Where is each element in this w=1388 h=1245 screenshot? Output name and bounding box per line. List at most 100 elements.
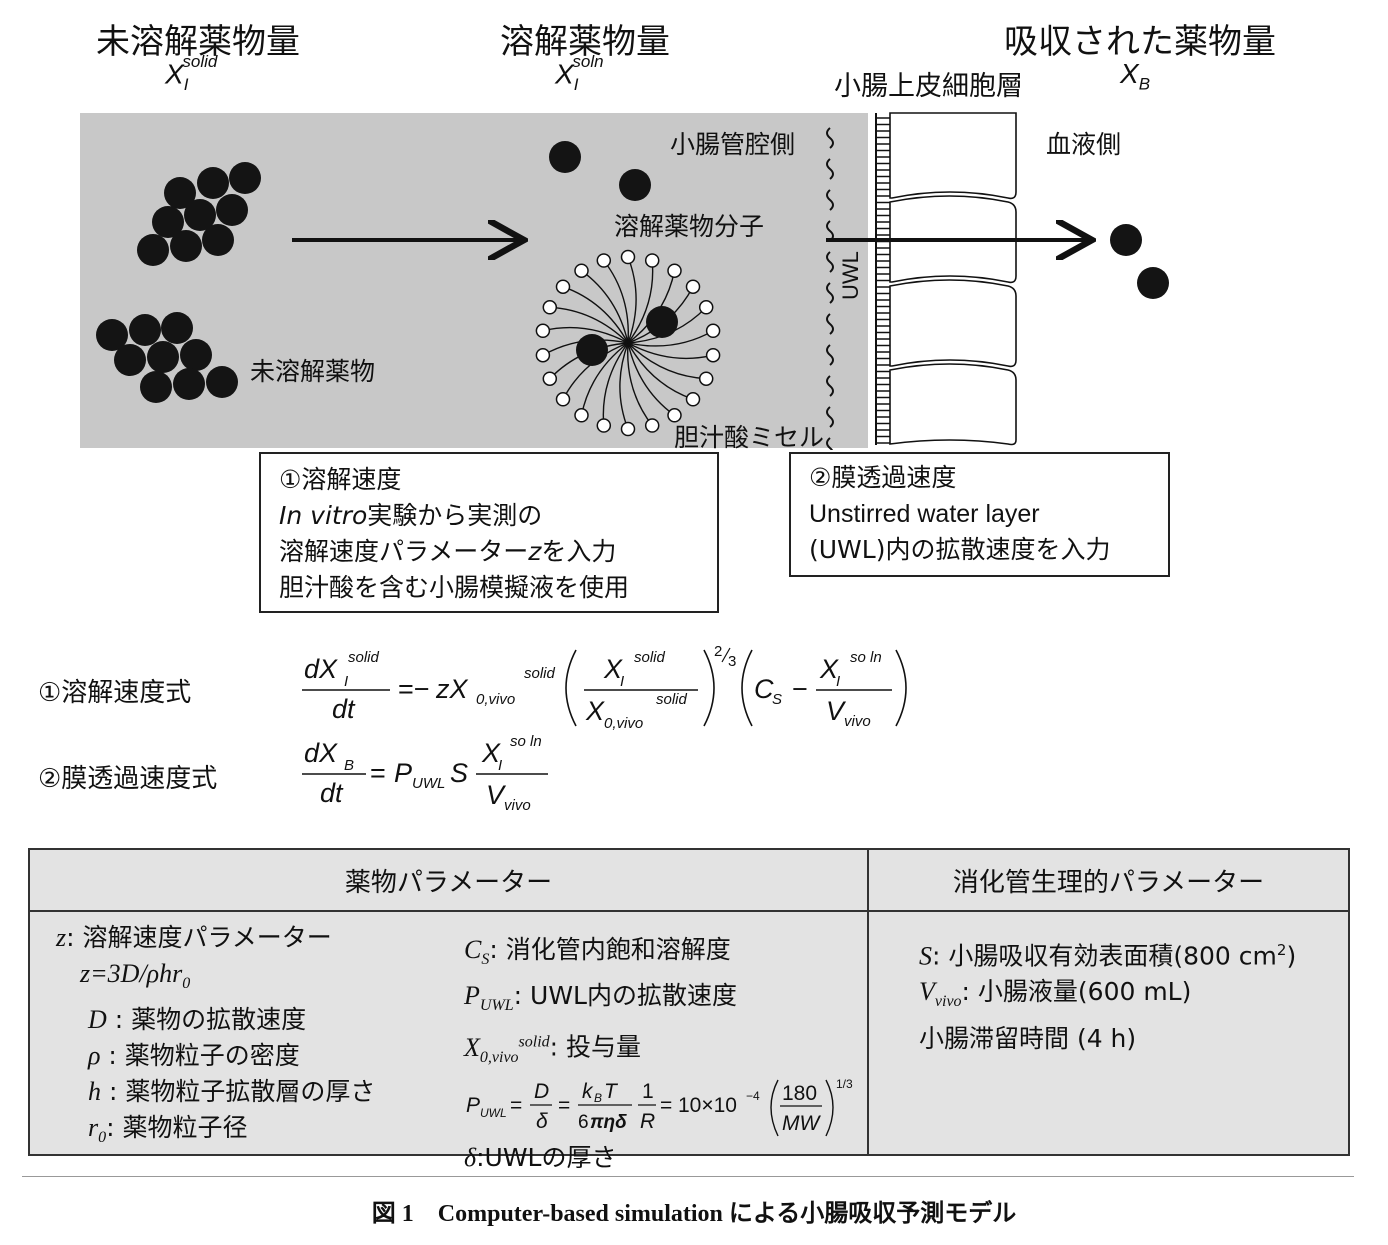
param-rho: ρ : 薬物粒子の密度 [88, 1041, 300, 1071]
svg-text:2: 2 [714, 643, 722, 660]
param-cs: CS: 消化管内飽和溶解度 [464, 935, 731, 969]
svg-text:X: X [481, 738, 501, 768]
svg-text:=: = [370, 758, 386, 788]
micelle-head [574, 408, 589, 423]
symbol-x-solid: XIsolid [165, 52, 218, 94]
box1-title: ①溶解速度 [279, 465, 402, 494]
svg-text:πηδ: πηδ [590, 1112, 627, 1133]
svg-text:I: I [836, 673, 840, 690]
svg-text:R: R [640, 1110, 655, 1133]
param-h: h : 薬物粒子拡散層の厚さ [88, 1077, 376, 1107]
permeation-rate-box: ②膜透過速度 Unstirred water layer (UWL)内の拡散速度… [789, 452, 1170, 577]
svg-text:solid: solid [524, 665, 556, 682]
micelle-head [698, 371, 714, 386]
svg-text:6: 6 [578, 1112, 589, 1133]
eq2-label: ②膜透過速度式 [38, 764, 218, 794]
svg-text:solid: solid [634, 649, 666, 666]
micelle-head [535, 347, 551, 363]
svg-text:V: V [486, 780, 507, 810]
micelle-head [620, 249, 636, 265]
symbol-x-b: XB [1120, 58, 1151, 94]
param-vvivo: Vvivo: 小腸液量(600 mL) [919, 977, 1192, 1011]
header-physio-params: 消化管生理的パラメーター [867, 848, 1350, 912]
svg-text:3: 3 [728, 653, 736, 670]
parameter-table: 薬物パラメーター 消化管生理的パラメーター z: 溶解速度パラメーター z=3D… [28, 848, 1350, 1172]
header-drug-params: 薬物パラメーター [28, 848, 869, 912]
svg-text:=: = [558, 1094, 570, 1117]
drug-params-cell: z: 溶解速度パラメーター z=3D/ρhr0 D : 薬物の拡散速度 ρ : … [28, 910, 869, 1172]
uwl-wave [826, 344, 834, 366]
param-delta: δ:UWLの厚さ [464, 1143, 617, 1173]
param-r0: r0: 薬物粒子径 [88, 1113, 248, 1147]
svg-text:dt: dt [332, 694, 356, 724]
param-s: S: 小腸吸収有効表面積(800 cm2) [919, 941, 1297, 971]
svg-text:I: I [344, 673, 348, 690]
svg-text:V: V [826, 696, 847, 726]
lumen-region [80, 113, 868, 448]
label-epithelium: 小腸上皮細胞層 [834, 71, 1023, 102]
svg-text:X: X [819, 654, 839, 684]
dissolution-rate-box: ①溶解速度 In vitro実験から実測の 溶解速度パラメーターzを入力 胆汁酸… [259, 452, 719, 613]
micelle-head [685, 279, 701, 294]
svg-text:zX: zX [435, 674, 469, 704]
box2-line3: (UWL)内の拡散速度を入力 [809, 535, 1111, 564]
micelle-head [596, 418, 612, 433]
svg-text:1/3: 1/3 [836, 1077, 853, 1091]
label-bile-micelle: 胆汁酸ミセル [674, 423, 825, 452]
param-d: D : 薬物の拡散速度 [88, 1005, 307, 1035]
symbol-x-soln: XIsoln [555, 52, 604, 94]
label-blood-side: 血液側 [1046, 130, 1122, 159]
microvilli [876, 117, 890, 444]
micelle-head [542, 300, 558, 315]
uwl-wave [826, 437, 834, 450]
epithelial-cells [889, 112, 1017, 446]
header-absorbed-amount: 吸収された薬物量 [1004, 22, 1276, 62]
svg-text:UWL: UWL [412, 775, 445, 792]
uwl-wave [826, 127, 834, 149]
absorption-diagram [80, 112, 1169, 450]
solubilized-drug [646, 306, 678, 338]
uwl-wave [826, 406, 834, 428]
svg-text:C: C [754, 674, 774, 704]
param-z: z: 溶解速度パラメーター [56, 923, 332, 952]
svg-text:δ: δ [536, 1110, 548, 1133]
micelle-head [705, 347, 721, 363]
micelle-head [685, 392, 701, 407]
param-x0: X0,vivosolid: 投与量 [464, 1033, 642, 1067]
svg-text:−: − [792, 674, 808, 704]
micelle-head [698, 300, 714, 315]
svg-text:P: P [394, 758, 412, 788]
svg-text:B: B [594, 1091, 602, 1105]
bile-micelle [535, 249, 721, 437]
svg-text:180: 180 [782, 1082, 817, 1105]
eq1-label: ①溶解速度式 [38, 678, 192, 708]
param-residence-time: 小腸滞留時間 (4 h) [919, 1023, 1137, 1053]
svg-text:=: = [660, 1094, 672, 1117]
label-dissolved-molecule: 溶解薬物分子 [614, 212, 765, 241]
svg-text:solid: solid [348, 649, 380, 666]
svg-text:X: X [603, 654, 623, 684]
solubilized-drug [576, 334, 608, 366]
figure-caption: 図 1 Computer-based simulation による小腸吸収予測モ… [371, 1201, 1017, 1227]
svg-text:dt: dt [320, 778, 344, 808]
svg-text:k: k [582, 1080, 594, 1103]
svg-text:−4: −4 [746, 1089, 760, 1103]
svg-text:0,vivo: 0,vivo [476, 691, 515, 708]
micelle-head [644, 253, 660, 268]
svg-text:so ln: so ln [510, 733, 542, 750]
micelle-head [542, 371, 558, 386]
micelle-head [574, 263, 589, 278]
caption-rule [22, 1176, 1354, 1177]
micelle-head [535, 323, 551, 339]
uwl-wave [826, 375, 834, 397]
micelle-head [596, 253, 612, 268]
svg-text:T: T [604, 1080, 619, 1103]
physio-params-cell: S: 小腸吸収有効表面積(800 cm2) Vvivo: 小腸液量(600 mL… [867, 910, 1350, 1156]
micelle-head [644, 418, 660, 433]
svg-text:D: D [534, 1080, 549, 1103]
svg-text:so ln: so ln [850, 649, 882, 666]
micelle-head [667, 408, 682, 423]
drug-params-left: z: 溶解速度パラメーター z=3D/ρhr0 D : 薬物の拡散速度 ρ : … [56, 920, 375, 1156]
svg-text:I: I [498, 757, 502, 774]
